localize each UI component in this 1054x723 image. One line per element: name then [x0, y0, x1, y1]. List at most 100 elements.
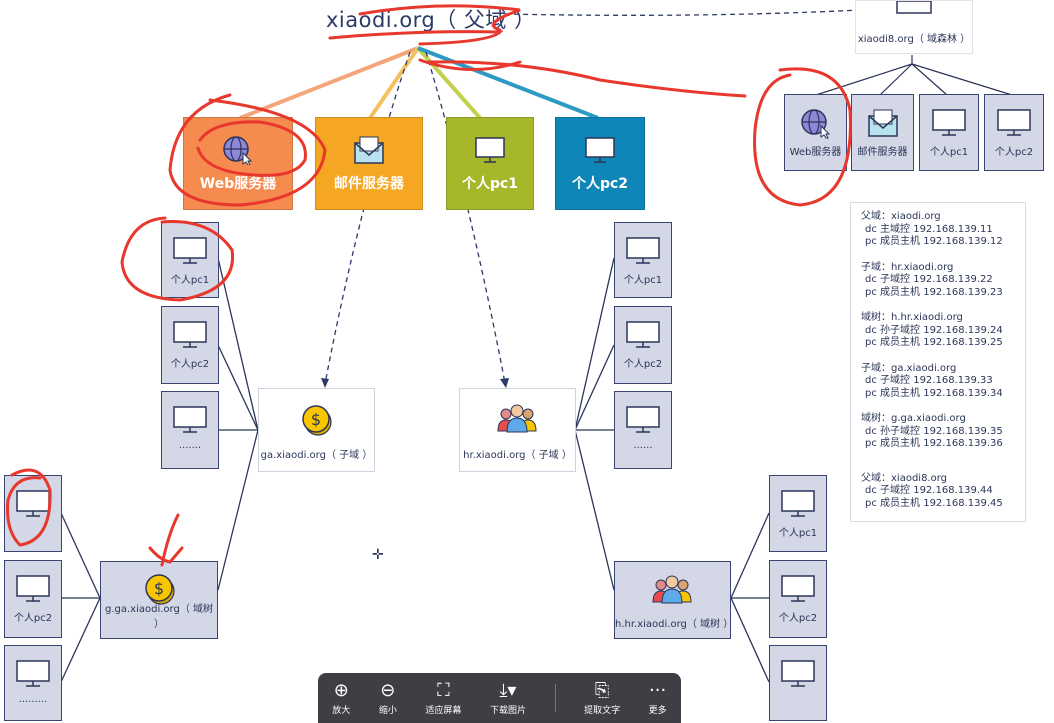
forest-child-label: 邮件服务器 [857, 147, 908, 158]
forest-child-label: Web服务器 [789, 147, 842, 158]
pc-label: 个人pc1 [778, 528, 818, 539]
monitor-icon [626, 237, 660, 264]
monitor-icon [173, 237, 207, 264]
zoom-out-button[interactable]: ⊖ 缩小 [378, 679, 397, 716]
domain-label: hr.xiaodi.org（ 子域 ） [463, 450, 572, 461]
category-label: 个人pc1 [461, 175, 519, 192]
globe-cursor-icon [800, 109, 830, 139]
hhr-pc1: 个人pc1 [769, 475, 827, 552]
monitor-icon [626, 321, 660, 348]
more-button[interactable]: ··· 更多 [648, 679, 667, 716]
domain-node-hr: hr.xiaodi.org（ 子域 ） [459, 388, 576, 472]
info-line: dc 子域控 192.168.139.33 [865, 375, 993, 386]
monitor-icon [173, 321, 207, 348]
forest-child-web: Web服务器 [784, 94, 847, 171]
dashed-arrow-ga [324, 51, 411, 385]
pc-label: 个人pc2 [623, 359, 663, 370]
forest-root-node: xiaodi8.org（ 域森林 ） [855, 0, 973, 54]
zoom-in-icon: ⊕ [333, 679, 349, 701]
info-line: pc 成员主机 192.168.139.34 [865, 387, 1003, 399]
download-button[interactable]: ⤓▾ 下载图片 [490, 679, 526, 716]
extract-text-button[interactable]: ⎘ 提取文字 [584, 680, 621, 716]
extract-text-label: 提取文字 [584, 705, 621, 716]
domain-node-g-ga: $ g.ga.xiaodi.org（ 域树 ） [100, 561, 218, 639]
info-group: 子域：ga.xiaodi.org dc 子域控 192.168.139.33 p… [861, 363, 1015, 401]
zoom-out-label: 缩小 [378, 705, 397, 716]
category-web-server: Web服务器 [183, 117, 293, 210]
more-icon: ··· [649, 679, 667, 701]
monitor-icon [781, 490, 815, 517]
pc-label: 个人pc2 [13, 613, 53, 624]
image-viewer-toolbar: ⊕ 放大 ⊖ 缩小 ⛶ 适应屏幕 ⤓▾ 下载图片 ⎘ 提取文字 ··· 更多 [318, 673, 681, 723]
hr-pc2: 个人pc2 [614, 306, 672, 384]
line-web [239, 46, 419, 120]
info-line: pc 成员主机 192.168.139.12 [865, 236, 1003, 247]
monitor-icon [626, 406, 660, 433]
info-line: dc 子域控 192.168.139.22 [865, 274, 993, 285]
info-line: dc 子域控 192.168.139.44 [865, 485, 993, 496]
coin-icon: $ [145, 574, 175, 605]
monitor-icon [585, 136, 615, 163]
forest-child-label: 个人pc2 [994, 147, 1034, 158]
monitor-icon [16, 660, 50, 687]
info-group: 域树：h.hr.xiaodi.org dc 孙子域控 192.168.139.2… [861, 312, 1015, 350]
hr-pc3: ...... [614, 391, 672, 469]
monitor-icon [896, 1, 932, 14]
download-icon: ⤓▾ [499, 679, 517, 701]
mail-icon [867, 109, 898, 137]
fit-screen-icon: ⛶ [437, 679, 450, 701]
monitor-icon [173, 406, 207, 433]
pc-label: ......... [18, 694, 48, 705]
ga-pc1: 个人pc1 [161, 222, 219, 298]
svg-text:$: $ [311, 410, 321, 429]
gga-pc2: 个人pc2 [4, 560, 62, 638]
svg-text:$: $ [154, 579, 164, 598]
pc-label: 个人pc2 [778, 613, 818, 624]
people-icon [652, 575, 692, 604]
forest-root-label: xiaodi8.org（ 域森林 ） [857, 34, 971, 45]
category-pc1: 个人pc1 [446, 117, 534, 210]
forest-child-label: 个人pc1 [929, 147, 969, 158]
people-icon [497, 404, 537, 433]
coin-icon: $ [302, 405, 332, 436]
info-group: 域树：g.ga.xiaodi.org dc 孙子域控 192.168.139.3… [861, 413, 1015, 451]
info-head: 父域：xiaodi8.org [861, 472, 948, 484]
gga-pc3: ......... [4, 645, 62, 721]
monitor-icon [997, 109, 1031, 136]
fit-screen-label: 适应屏幕 [425, 705, 462, 716]
info-line: pc 成员主机 192.168.139.23 [865, 286, 1003, 298]
info-head: 子域：ga.xiaodi.org [861, 362, 957, 374]
category-pc2: 个人pc2 [555, 117, 645, 210]
category-label: 邮件服务器 [334, 175, 404, 192]
mail-icon [354, 136, 384, 164]
forest-child-mail: 邮件服务器 [851, 94, 914, 171]
dashed-arrow-forest [504, 9, 861, 16]
zoom-in-label: 放大 [332, 705, 351, 716]
crosshair-cursor-icon: ✛ [372, 547, 384, 563]
toolbar-divider [554, 684, 556, 712]
hr-pc1: 个人pc1 [614, 222, 672, 298]
info-line: dc 主域控 192.168.139.11 [865, 223, 993, 235]
info-head: 子域：hr.xiaodi.org [861, 261, 954, 273]
pc-label: 个人pc1 [623, 275, 663, 286]
line-mail [368, 46, 420, 120]
category-mail-server: 邮件服务器 [315, 117, 423, 210]
domain-node-ga: $ ga.xiaodi.org（ 子域 ） [258, 388, 375, 472]
zoom-in-button[interactable]: ⊕ 放大 [332, 679, 351, 716]
zoom-out-icon: ⊖ [380, 679, 396, 701]
fit-screen-button[interactable]: ⛶ 适应屏幕 [425, 679, 462, 716]
info-group: 父域：xiaodi.org dc 主域控 192.168.139.11 pc 成… [861, 211, 1015, 249]
domain-label: ga.xiaodi.org（ 子域 ） [260, 450, 373, 461]
more-label: 更多 [648, 705, 667, 716]
line-pc2 [417, 46, 599, 120]
category-label: 个人pc2 [571, 175, 629, 192]
domain-node-h-hr: h.hr.xiaodi.org（ 域树 ） [614, 561, 733, 639]
pc-label: ....... [178, 440, 202, 451]
info-head: 父域：xiaodi.org [861, 211, 941, 222]
info-line: pc 成员主机 192.168.139.45 [865, 497, 1003, 509]
diagram-title: xiaodi.org（ 父域 ） [326, 8, 536, 32]
monitor-icon [16, 575, 50, 602]
monitor-icon [475, 136, 505, 163]
info-line: dc 孙子域控 192.168.139.35 [865, 425, 1003, 437]
